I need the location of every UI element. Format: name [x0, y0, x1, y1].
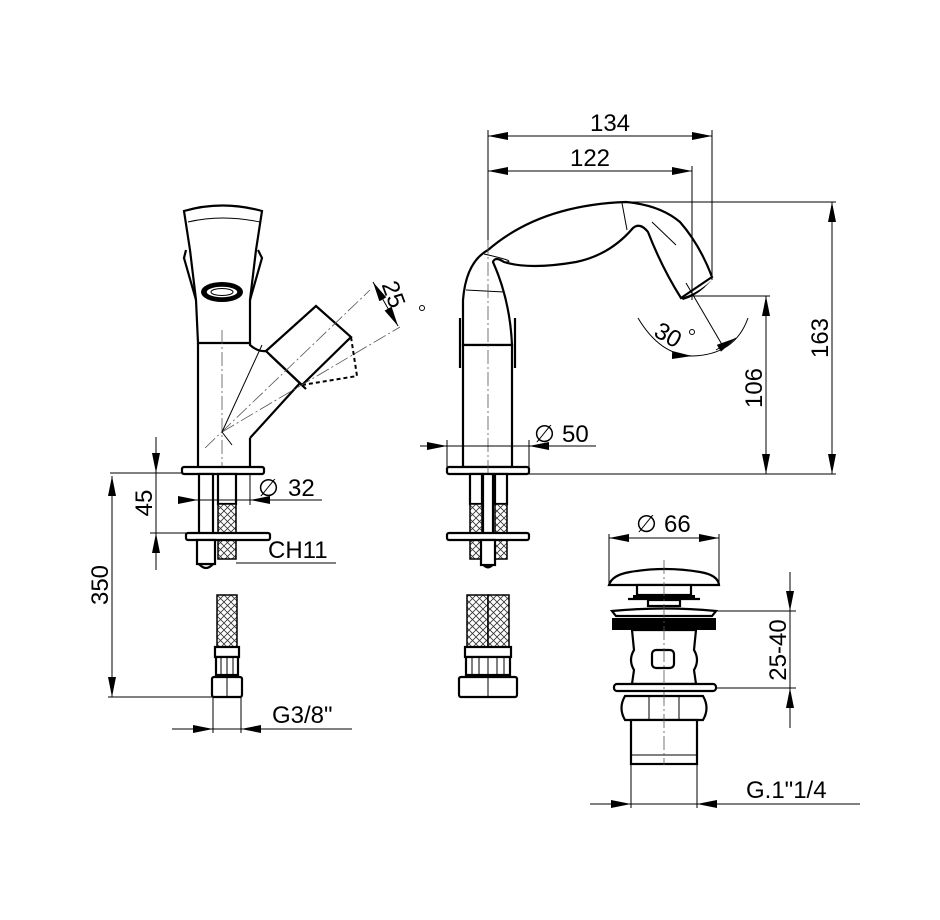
- base-diameter-symbol: ∅: [258, 475, 279, 502]
- side-base-diameter-label: 50: [562, 421, 589, 448]
- faucet-head: [182, 204, 264, 345]
- reach-outlet-label: 122: [570, 145, 610, 172]
- front-view-faucet: 25 45 ∅ 32 CH11: [87, 204, 425, 733]
- pop-up-drain: ∅ 66 25-40 G.1"1/4: [590, 511, 860, 808]
- side-base-diameter-symbol: ∅: [534, 421, 555, 448]
- reach-total-label: 134: [590, 110, 630, 137]
- hose-length-label: 350: [87, 565, 114, 605]
- outlet-angle-label: 30: [649, 317, 686, 354]
- mounting-plate: [184, 531, 272, 542]
- total-height-label: 163: [807, 318, 834, 358]
- handle-angle-label: 25: [376, 277, 411, 311]
- wrench-size-label: CH11: [268, 537, 328, 564]
- mount-depth-label: 45: [131, 490, 158, 517]
- spout-body: [461, 343, 514, 469]
- thickness-range-label: 25-40: [765, 619, 792, 680]
- outlet-height-label: 106: [741, 368, 768, 408]
- spout: [461, 200, 714, 347]
- hose-thread-label: G3/8": [272, 702, 333, 729]
- drain-thread-label: G.1"1/4: [746, 777, 827, 804]
- drain-nut: [620, 694, 708, 722]
- cap-diameter-symbol: ∅: [636, 511, 657, 538]
- lever-handle: [264, 304, 353, 387]
- base-diameter-label: 32: [288, 475, 315, 502]
- cap-diameter-label: 66: [664, 511, 691, 538]
